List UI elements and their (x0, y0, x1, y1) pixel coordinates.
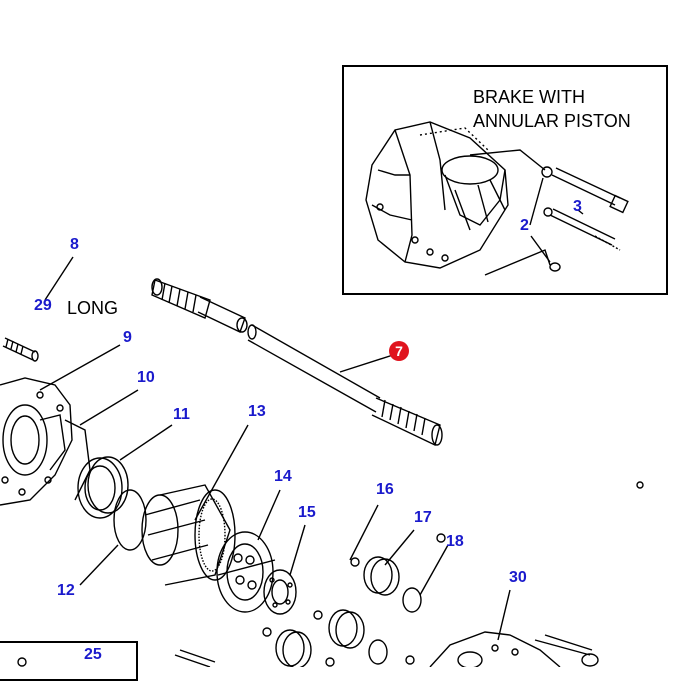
bearing-11-drawing (77, 456, 129, 519)
callout-14[interactable]: 14 (274, 468, 292, 485)
hub-9-drawing (0, 377, 73, 506)
callout-9[interactable]: 9 (123, 329, 132, 346)
leader-14 (257, 489, 281, 541)
leader-3b (469, 149, 546, 171)
leader-30 (497, 589, 511, 641)
bolt-2-drawing (543, 207, 621, 272)
callout-7-hotspot[interactable]: 7 (389, 341, 409, 361)
leader-12 (79, 544, 119, 586)
bottom-left-frame (0, 641, 138, 681)
carrier-14-drawing (216, 531, 276, 613)
leader-9 (39, 344, 121, 391)
ring-gear-13-drawing (141, 484, 236, 586)
callout-29[interactable]: 29 (34, 297, 52, 314)
thrust-washer-15-drawing (263, 569, 297, 615)
inset-title-line1: BRAKE WITH (473, 87, 586, 107)
leader-7 (339, 354, 394, 373)
callout-30[interactable]: 30 (509, 569, 527, 586)
bottom-left-parts-drawing (17, 649, 216, 667)
leader-18 (419, 544, 449, 596)
callout-16[interactable]: 16 (376, 481, 394, 498)
brake-housing-drawing (365, 121, 509, 269)
inset-title-line2: ANNULAR PISTON (473, 111, 631, 131)
callout-12[interactable]: 12 (57, 582, 75, 599)
stud-29-drawing (2, 337, 39, 362)
callout-17[interactable]: 17 (414, 509, 432, 526)
callout-11[interactable]: 11 (173, 406, 190, 423)
callout-10[interactable]: 10 (137, 369, 155, 386)
leader-10 (79, 389, 139, 426)
callout-15[interactable]: 15 (298, 504, 316, 521)
callout-13[interactable]: 13 (248, 403, 266, 420)
leader-17 (384, 529, 415, 566)
inset-frame (342, 65, 668, 295)
snap-ring-12-drawing (113, 489, 147, 551)
leader-8 (44, 256, 74, 301)
callout-8[interactable]: 8 (70, 236, 79, 253)
callout-18[interactable]: 18 (446, 533, 464, 550)
leader-16 (349, 504, 379, 561)
callout-2[interactable]: 2 (520, 217, 529, 234)
axle-shaft-drawing (151, 278, 443, 446)
bolt-3-drawing (541, 166, 629, 214)
callout-25[interactable]: 25 (84, 646, 102, 663)
long-label: LONG (67, 298, 119, 318)
leader-15 (289, 524, 306, 576)
leader-11 (119, 424, 173, 461)
leader-13 (194, 424, 249, 521)
parts-diagram (0, 121, 644, 667)
planet-gears-drawing (262, 533, 446, 667)
housing-30-drawing (429, 481, 644, 667)
seal-10-drawing (64, 419, 91, 501)
callout-3[interactable]: 3 (573, 198, 582, 215)
